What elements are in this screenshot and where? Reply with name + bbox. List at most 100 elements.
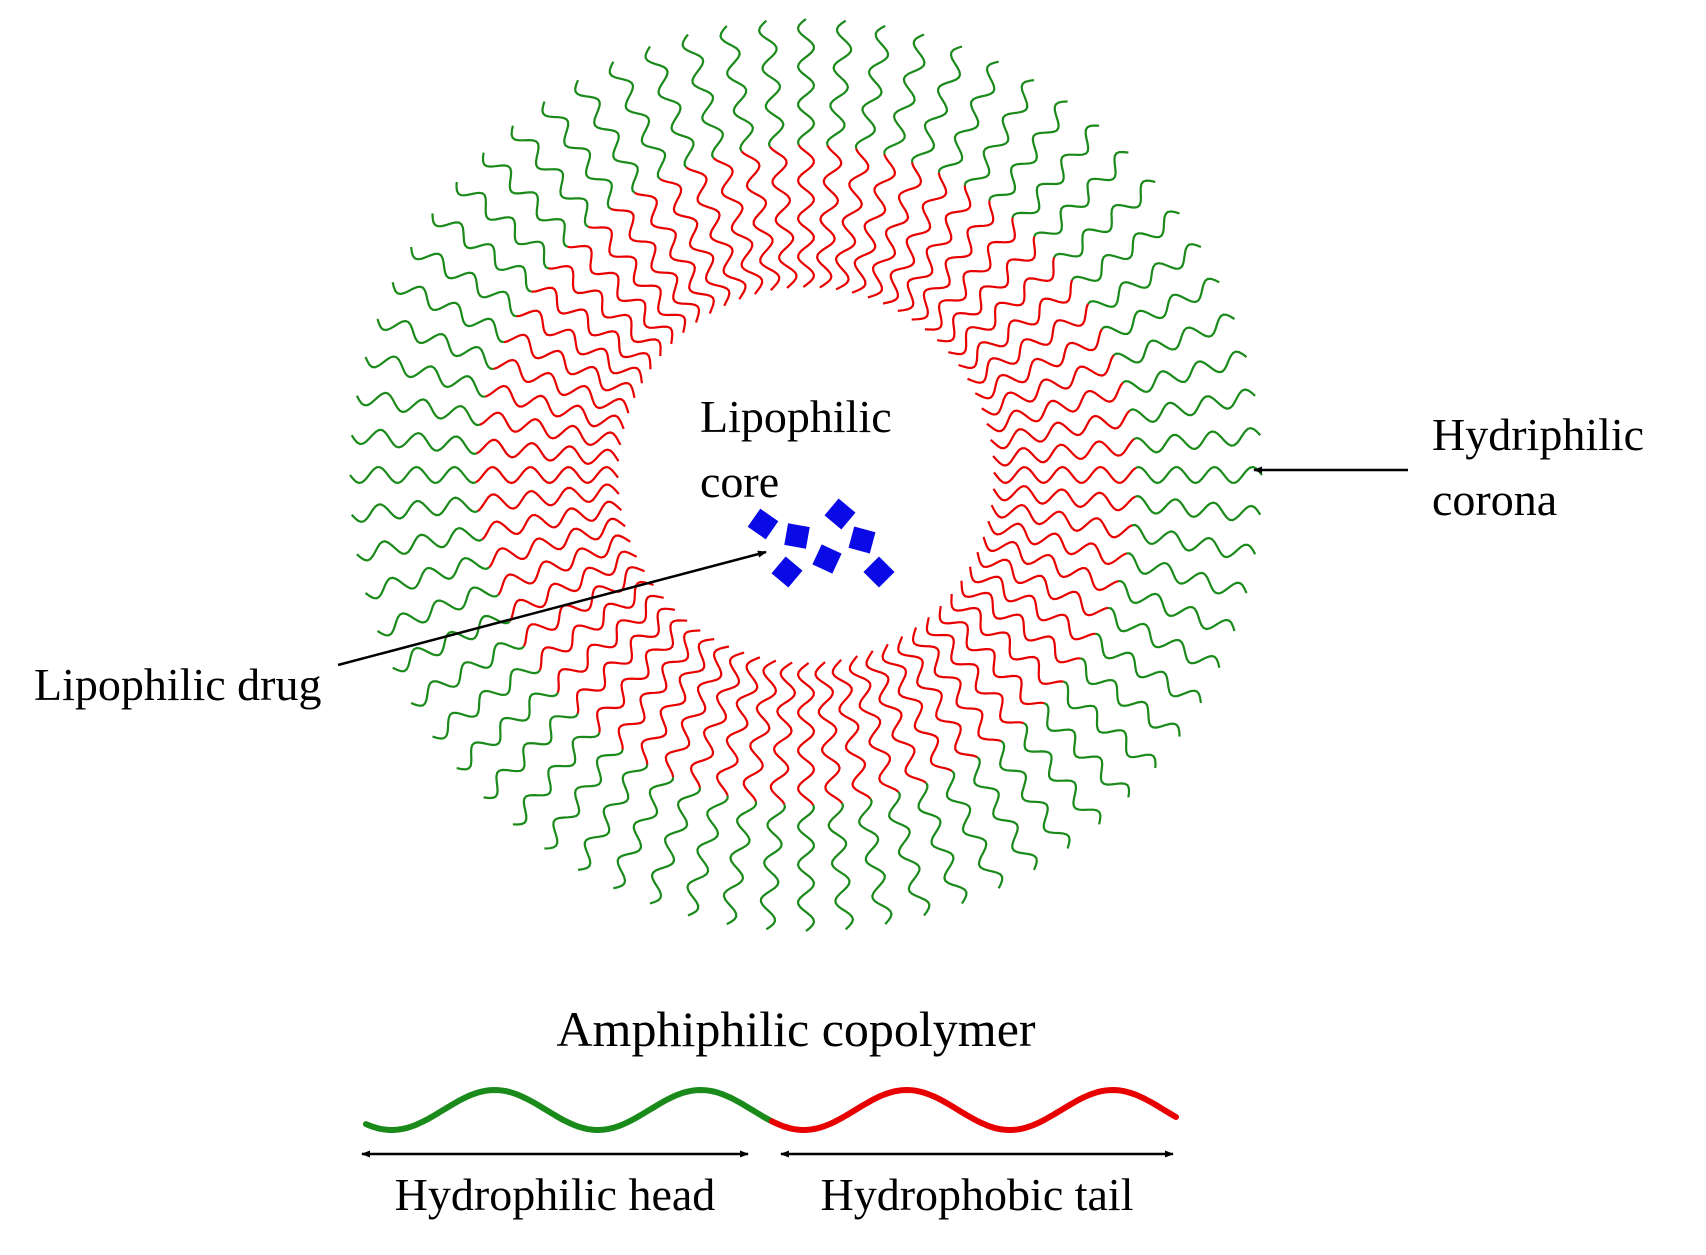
legend-hydrophobic-tail-strand [769,1086,1179,1133]
hydrophilic-head-strand [681,33,725,159]
hydrophilic-head-strand [1118,579,1236,632]
hydrophobic-tail-strand [882,172,948,305]
hydrophobic-tail-strand [742,659,778,802]
hydrophilic-head-strand [910,45,963,163]
hydrophobic-tail-strand [509,550,638,622]
hydrophilic-head-strand [544,749,624,850]
hydrophilic-head-strand [1132,523,1257,559]
hydrophilic-head-strand [577,764,649,871]
hydrophobic-tail-strand [475,438,620,466]
hydrophobic-tail-strand [769,146,798,289]
hydrophilic-head-strand [649,787,702,905]
hydrophilic-head-strand [432,667,541,740]
hydrophobic-tail-strand [689,651,745,788]
hydrophilic-head-strand [364,355,486,398]
hydrophilic-head-strand [574,79,639,194]
hydrophilic-head-strand [917,782,968,905]
hydrophobic-tail-strand [982,536,1119,592]
hydrophobic-tail-strand [815,144,843,289]
hydrophobic-tail-strand [548,264,662,357]
hydrophilic-head-strand [988,100,1068,201]
hydrophilic-head-strand [759,804,787,931]
hydrophobic-tail-strand [992,484,1137,512]
hydrophilic-head-strand [431,213,532,293]
hydrophobic-tail-strand [522,566,645,647]
hydrophilic-head-strand [1080,657,1181,737]
hydrophobic-tail-strand [685,166,747,300]
hydrophobic-tail-strand [911,627,1002,743]
hydrophilic-head-strand [883,33,926,155]
hydrophilic-head-strand [350,428,477,456]
hydrophilic-head-strand [857,798,893,925]
hydrophilic-head-strand [455,181,550,270]
hydrophobic-tail-strand [897,185,972,312]
corona-label-line1: Hydriphilic [1432,409,1644,460]
hydrophobic-tail-strand [987,520,1128,566]
hydrophobic-tail-strand [484,384,625,430]
hydrophobic-tail-strand [865,650,927,784]
hydrophilic-head-strand [854,24,890,149]
hydrophilic-head-strand [376,318,494,371]
drug-pointer-arrow [337,550,767,667]
drug-molecule [784,523,810,549]
hydrophilic-head-strand [481,152,569,248]
hydrophobic-tail-strand [911,200,995,321]
core-label-line2: core [700,456,779,507]
hydrophobic-tail-strand [831,658,872,800]
hydrophobic-tail-strand [938,605,1045,706]
hydrophilic-head-strand [796,18,816,146]
hydrophilic-head-strand [887,791,931,917]
hydrophobic-tail-strand [588,225,687,333]
hydrophilic-head-strand [608,61,667,180]
head-label: Hydrophilic head [395,1169,716,1220]
hydrophilic-head-strand [973,756,1038,871]
hydrophobic-tail-strand [664,645,730,778]
hydrophilic-head-strand [1062,680,1157,769]
hydrophobic-tail-strand [925,617,1024,725]
hydrophobic-tail-strand [796,144,816,288]
hydrophobic-tail-strand [715,656,761,797]
hydrophobic-tail-strand [834,148,870,291]
hydrophobic-tail-strand [640,638,715,765]
hydrophobic-tail-strand [814,661,843,804]
hydrophilic-head-strand [757,19,785,148]
hydrophilic-head-strand [963,79,1035,186]
tail-label: Hydrophobic tail [821,1169,1134,1220]
hydrophilic-head-strand [1023,722,1102,825]
hydrophobic-tail-strand [610,207,701,323]
hydrophobic-tail-strand [851,153,897,294]
hydrophobic-tail-strand [967,303,1090,384]
hydrophilic-head-strand [1043,702,1131,798]
legend-title: Amphiphilic copolymer [556,1001,1035,1057]
hydrophobic-tail-strand [848,655,900,793]
hydrophobic-tail-strand [740,150,781,292]
micelle-strands [349,18,1263,932]
hydrophobic-tail-strand [993,465,1137,485]
hydrophobic-tail-strand [989,409,1131,450]
hydrophobic-tail-strand [575,607,676,714]
hydrophilic-head-strand [998,740,1071,849]
hydrophilic-head-strand [1033,150,1129,238]
hydrophobic-tail-strand [488,517,626,569]
hydrophilic-head-strand [1071,210,1180,283]
hydrophilic-head-strand [796,804,816,932]
hydrophilic-head-strand [364,556,490,600]
hydrophobic-tail-strand [538,580,654,671]
hydrophobic-tail-strand [493,358,630,414]
hydrophobic-tail-strand [556,594,664,693]
hydrophilic-head-strand [825,19,853,146]
corona-label-line2: corona [1432,474,1557,525]
hydrophilic-head-strand [1126,552,1248,595]
hydrophilic-head-strand [1095,632,1202,704]
hydrophilic-head-strand [945,770,1004,889]
hydrophilic-head-strand [686,795,729,917]
hydrophilic-head-strand [355,391,480,427]
hydrophobic-tail-strand [479,411,622,447]
hydrophobic-tail-strand [936,236,1037,343]
hydrophilic-head-strand [1122,350,1248,394]
hydrophilic-head-strand [483,712,579,800]
hydrophilic-head-strand [827,802,855,931]
hydrophobic-tail-strand [958,279,1074,370]
hydrophobic-tail-strand [981,354,1115,416]
